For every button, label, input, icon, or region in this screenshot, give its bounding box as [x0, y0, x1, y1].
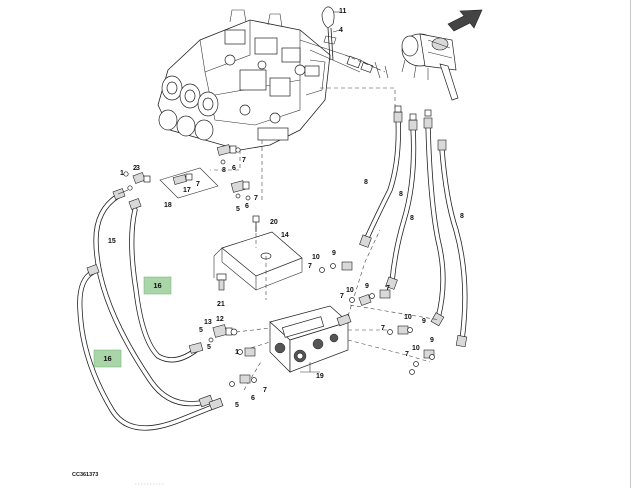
callout-20: 20: [270, 219, 278, 226]
callout-7f: 7: [386, 285, 390, 292]
lever-linkage: [299, 39, 389, 79]
front-direction-arrow-icon: [447, 9, 483, 32]
callout-10d: 10: [412, 345, 420, 352]
callout-8c: 8: [399, 191, 403, 198]
left-hose-fittings: [86, 188, 224, 411]
hose-8-group: [359, 105, 468, 348]
callout-10a: 10: [312, 254, 320, 261]
callout-10c: 10: [404, 314, 412, 321]
callout-8e: 8: [460, 213, 464, 220]
callout-4: 4: [339, 27, 343, 34]
callout-9a: 9: [332, 250, 336, 257]
callout-7e: 7: [340, 293, 344, 300]
callout-13: 13: [204, 319, 212, 326]
callout-6b: 6: [245, 203, 249, 210]
callout-7b: 7: [196, 181, 200, 188]
callout-5c: 5: [207, 344, 211, 351]
leader-valve-left-2: [235, 327, 271, 333]
callout-5a: 5: [236, 206, 240, 213]
fittings-top-middle: [216, 144, 251, 201]
fittings-upper-left: [117, 171, 151, 195]
callout-1: 1: [235, 349, 239, 356]
adapter-kit-box: [159, 167, 219, 199]
valve-body-details: [224, 9, 326, 141]
callout-8d: 8: [410, 215, 414, 222]
leader-valve-left: [237, 341, 271, 353]
page-edge-rule: [630, 0, 631, 488]
callout-3: 3: [136, 165, 140, 172]
callout-1: 1: [120, 170, 124, 177]
callout-7g: 7: [381, 325, 385, 332]
callout-5b: 5: [199, 327, 203, 334]
highlight-label: 16: [153, 281, 161, 290]
hose-15: [93, 193, 208, 407]
hose-16-upper: [129, 207, 199, 363]
callout-2: 2: [133, 165, 137, 172]
callout-8a: 8: [222, 167, 226, 174]
callout-17: 17: [183, 187, 191, 194]
bolt-20: [252, 215, 260, 232]
callout-7h: 7: [405, 351, 409, 358]
callout-6c: 6: [251, 395, 255, 402]
callout-5d: 5: [235, 402, 239, 409]
selective-control-valve: [269, 305, 352, 373]
valve-spool-sections: [158, 75, 219, 141]
callout-6a: 6: [232, 165, 236, 172]
leader-valve-right: [320, 87, 396, 110]
control-valve-assembly: [157, 9, 331, 151]
callout-14: 14: [281, 232, 289, 239]
callout-21: 21: [217, 301, 225, 308]
callout-9d: 9: [430, 337, 434, 344]
highlight-16-upper[interactable]: 16: [143, 276, 172, 295]
fittings-around-valve: [208, 261, 435, 387]
highlight-16-lower[interactable]: 16: [93, 349, 122, 368]
control-lever: [321, 6, 341, 61]
callout-7d: 7: [308, 263, 312, 270]
hose-16-lower: [77, 269, 218, 431]
callout-8b: 8: [364, 179, 368, 186]
callout-11: 11: [339, 8, 347, 15]
figure-id: CC361373: [72, 472, 98, 478]
callout-18: 18: [164, 202, 172, 209]
callout-9c: 9: [422, 318, 426, 325]
leader-valve-up: [347, 229, 381, 317]
callout-9b: 9: [365, 283, 369, 290]
callout-7c: 7: [254, 195, 258, 202]
joystick-valve: [401, 33, 459, 101]
callout-15: 15: [108, 238, 116, 245]
callout-10b: 10: [346, 287, 354, 294]
leader-valve-right-3: [349, 304, 441, 321]
callout-19: 19: [316, 373, 324, 380]
callout-12: 12: [216, 316, 224, 323]
leader-valve-right-2: [347, 339, 431, 363]
mounting-bracket: [213, 226, 303, 300]
leader-valve-bottom: [243, 359, 263, 391]
bolt-21: [216, 273, 227, 291]
callout-labels: 11 4 2 3 1 8 6 7 7 17 18 5 6 7 20 14 15 …: [108, 8, 464, 409]
callout-7i: 7: [263, 387, 267, 394]
callout-7a: 7: [242, 157, 246, 164]
highlight-label: 16: [103, 354, 111, 363]
